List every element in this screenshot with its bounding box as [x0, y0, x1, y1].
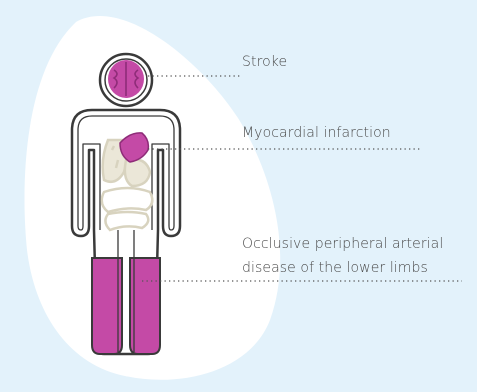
label-pad-line1: Occlusive peripheral arterial: [242, 232, 443, 256]
label-stroke: Stroke: [242, 50, 287, 74]
label-pad-line2: disease of the lower limbs: [242, 256, 428, 280]
brain-icon: [108, 60, 144, 98]
label-myocardial-infarction: Myocardial infarction: [242, 121, 391, 145]
